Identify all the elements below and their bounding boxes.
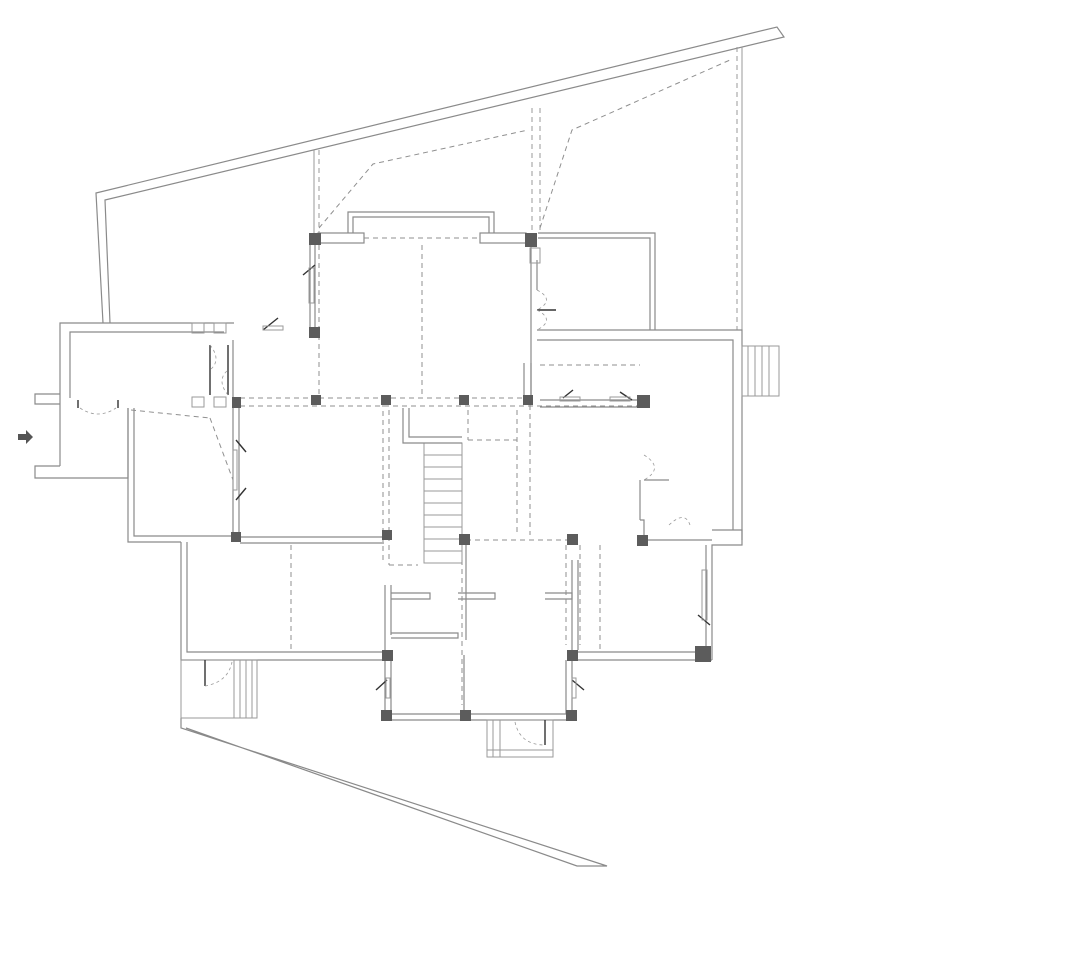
structural-columns <box>231 233 711 721</box>
exterior-walls <box>34 211 780 758</box>
staircase <box>402 408 463 564</box>
entry-arrow-icon <box>18 430 33 444</box>
wall-details <box>191 247 541 408</box>
site-boundary <box>95 26 785 867</box>
doors <box>77 264 711 746</box>
